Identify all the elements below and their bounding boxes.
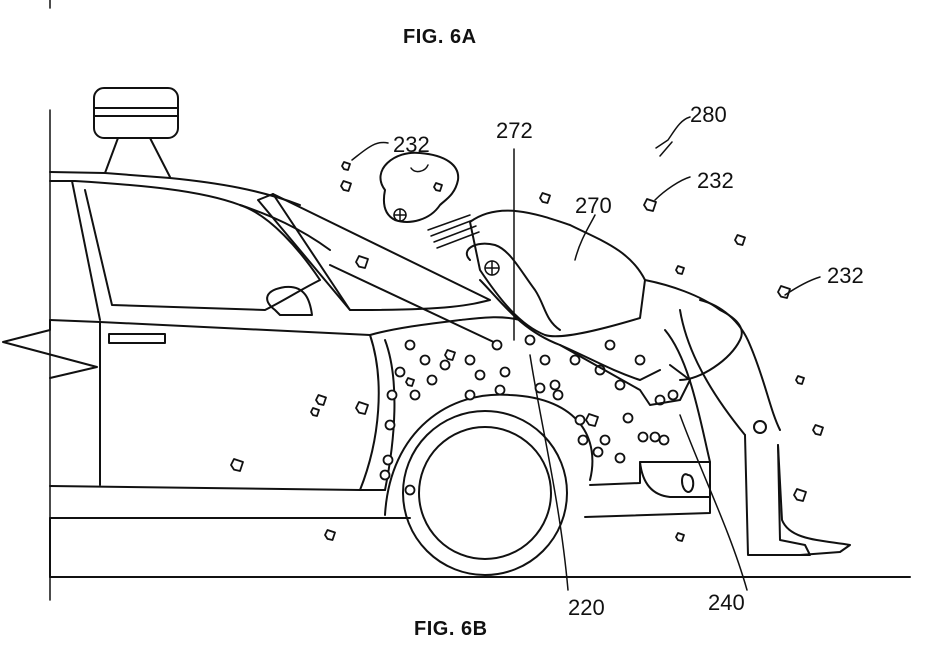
ref-232-far-right: 232 — [827, 263, 864, 288]
adhesive-dot — [604, 339, 616, 351]
adhesive-dot — [614, 379, 626, 391]
adhesive-dot — [426, 374, 438, 386]
adhesive-dots — [379, 334, 679, 496]
debris-fragment — [230, 458, 244, 472]
dummy-head-icon — [379, 151, 460, 223]
adhesive-dot — [386, 389, 398, 401]
ref-232-left: 232 — [393, 132, 430, 157]
adhesive-dot — [419, 354, 431, 366]
debris-fragment — [444, 349, 456, 361]
adhesive-dot — [599, 434, 611, 446]
ref-240: 240 — [708, 590, 745, 615]
reference-numerals: 232 272 280 232 270 232 220 240 — [393, 102, 864, 620]
debris-fragment — [539, 192, 551, 204]
debris-fragment — [675, 265, 685, 275]
adhesive-dot — [614, 452, 626, 464]
debris-fragment — [675, 532, 685, 542]
knee-joint-icon — [753, 420, 767, 434]
adhesive-dot — [574, 414, 586, 426]
adhesive-dot — [404, 484, 416, 496]
debris-fragment — [310, 407, 320, 417]
adhesive-dot — [569, 354, 581, 366]
adhesive-dot — [382, 454, 394, 466]
ref-232-right: 232 — [697, 168, 734, 193]
roof-sensor-icon — [93, 87, 179, 178]
adhesive-dot — [667, 389, 679, 401]
ref-272: 272 — [496, 118, 533, 143]
leader-lines — [351, 116, 821, 591]
debris-fragment — [405, 377, 415, 387]
pedestrian-dummy — [379, 151, 851, 556]
debris-fragment — [777, 285, 791, 299]
adhesive-dot — [649, 431, 661, 443]
adhesive-dot — [637, 431, 649, 443]
debris-fragment — [315, 394, 327, 406]
adhesive-dot — [499, 366, 511, 378]
adhesive-dot — [464, 354, 476, 366]
adhesive-dot — [539, 354, 551, 366]
adhesive-dot — [439, 359, 451, 371]
adhesive-dot — [592, 446, 604, 458]
adhesive-dot — [379, 469, 391, 481]
debris-fragment — [340, 180, 352, 192]
adhesive-dot — [464, 389, 476, 401]
adhesive-dot — [552, 389, 564, 401]
adhesive-dot — [409, 389, 421, 401]
adhesive-dot — [404, 339, 416, 351]
figure-6a-label: FIG. 6A — [403, 26, 477, 48]
adhesive-dot — [549, 379, 561, 391]
ref-220: 220 — [568, 595, 605, 620]
adhesive-dot — [394, 366, 406, 378]
adhesive-dot — [384, 419, 396, 431]
debris-fragment — [324, 529, 336, 541]
adhesive-dot — [577, 434, 589, 446]
debris-fragment — [341, 161, 351, 171]
adhesive-dot — [494, 384, 506, 396]
debris-fragment — [585, 413, 599, 427]
debris-fragment — [734, 234, 746, 246]
debris-fragments — [230, 161, 824, 542]
ref-270: 270 — [575, 193, 612, 218]
adhesive-dot — [658, 434, 670, 446]
debris-fragment — [795, 375, 805, 385]
debris-fragment — [812, 424, 824, 436]
ref-280: 280 — [690, 102, 727, 127]
debris-fragment — [643, 198, 657, 212]
debris-fragment — [433, 182, 443, 192]
debris-fragment — [355, 255, 369, 269]
adhesive-dot — [622, 412, 634, 424]
vehicle-body — [2, 171, 711, 578]
adhesive-dot — [474, 369, 486, 381]
adhesive-dot — [634, 354, 646, 366]
adhesive-dot — [491, 339, 503, 351]
figure-6b-label: FIG. 6B — [414, 618, 488, 640]
debris-fragment — [793, 488, 807, 502]
adhesive-dot — [524, 334, 536, 346]
debris-fragment — [355, 401, 369, 415]
